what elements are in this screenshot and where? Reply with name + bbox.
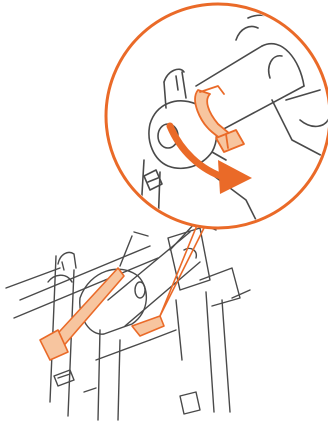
lower-assembly [5, 213, 251, 421]
lower-clip [39, 207, 205, 361]
leader-line [159, 227, 205, 317]
magnifier-circle-icon [104, 2, 328, 230]
rotate-arrow-icon [166, 122, 252, 194]
